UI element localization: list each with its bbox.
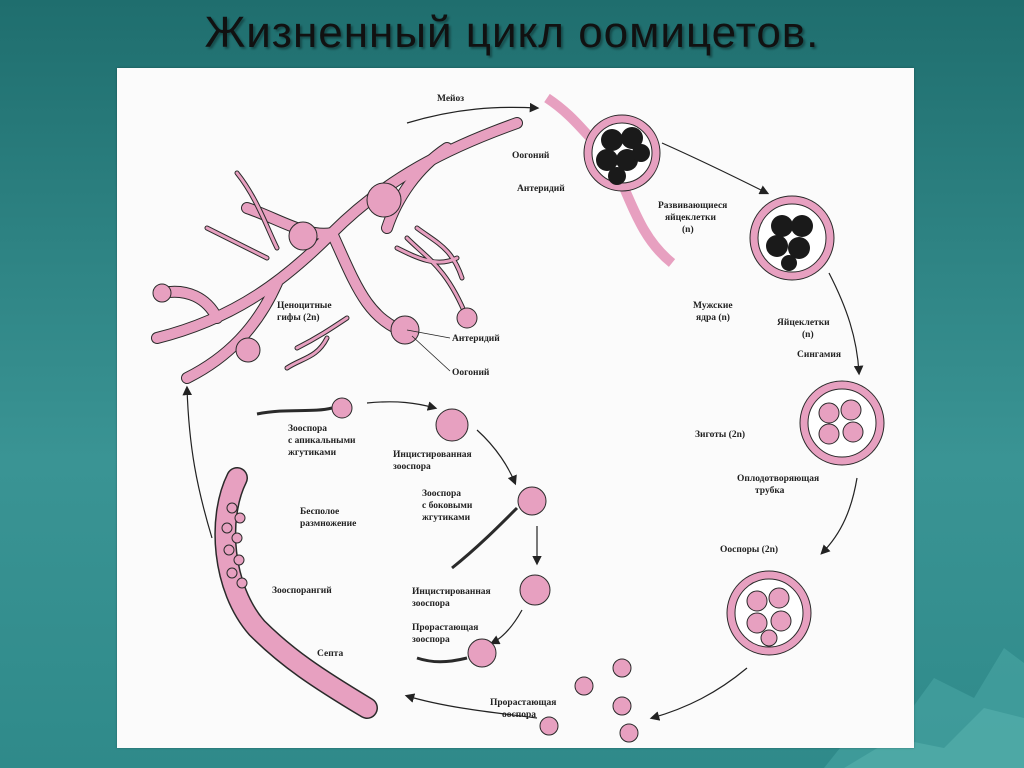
- developing-eggs-label-2: яйцеклетки: [665, 212, 716, 223]
- zoospore-lateral-label-2: с боковыми: [422, 500, 473, 511]
- encysted-zoospore-2: [519, 574, 551, 606]
- encysted-1-label-2: зооспора: [393, 462, 431, 472]
- oospores-label: Ооспоры (2n): [720, 544, 778, 555]
- developing-eggs: [749, 195, 835, 281]
- zoosporangium-label: Зооспорангий: [272, 585, 332, 596]
- zoospore-lateral-label-3: жгутиками: [422, 513, 471, 523]
- oogonium-label: Оогоний: [452, 367, 490, 378]
- germ-oospore-label-1: Прорастающая: [490, 698, 556, 708]
- zygotes: [799, 380, 885, 466]
- germinating-zoospore: [416, 638, 497, 668]
- encysted-1-label-1: Инцистированная: [393, 450, 472, 460]
- germ-zoospore-label-2: зооспора: [412, 635, 450, 645]
- germ-oospore-label-2: ооспора: [502, 710, 536, 720]
- zoospore-apical-label-2: с апикальными: [288, 436, 356, 446]
- oospores: [726, 570, 812, 656]
- male-nuclei-label-1: Мужские: [693, 301, 733, 311]
- coenocytic-hyphae: [151, 117, 523, 384]
- encysted-zoospore-1: [435, 408, 469, 442]
- oogonium-top: [544, 93, 676, 267]
- zoospore-apical-label-3: жгутиками: [288, 448, 337, 458]
- zoosporangium: [214, 467, 378, 719]
- zoospore-lateral-label-1: Зооспора: [422, 489, 461, 499]
- meiosis-label: Мейоз: [437, 93, 464, 104]
- fert-tube-label-2: трубка: [755, 485, 785, 496]
- developing-eggs-label-1: Развивающиеся: [658, 201, 727, 211]
- eggs-label-2: (n): [802, 329, 814, 340]
- zoospore-apical-label-1: Зооспора: [288, 424, 327, 434]
- encysted-2-label-2: зооспора: [412, 599, 450, 609]
- coenocytic-label-1: Ценоцитные: [277, 301, 332, 311]
- germ-zoospore-label-1: Прорастающая: [412, 623, 478, 633]
- septum-label: Септа: [317, 649, 343, 659]
- encysted-2-label-1: Инцистированная: [412, 587, 491, 597]
- oogonium-top-label: Оогоний: [512, 150, 550, 161]
- eggs-label-1: Яйцеклетки: [777, 317, 830, 328]
- developing-eggs-label-3: (n): [682, 224, 694, 235]
- zygotes-label: Зиготы (2n): [695, 429, 745, 440]
- asexual-label-1: Бесполое: [300, 507, 339, 517]
- germinating-oospores: [539, 658, 639, 743]
- fert-tube-label-1: Оплодотворяющая: [737, 474, 819, 484]
- antheridium-label: Антеридий: [452, 333, 500, 344]
- zoospore-lateral: [451, 486, 547, 570]
- zoospore-apical: [256, 397, 353, 419]
- syngamy-label: Сингамия: [797, 350, 841, 360]
- male-nuclei-label-2: ядра (n): [696, 312, 730, 323]
- asexual-label-2: размножение: [300, 519, 356, 529]
- coenocytic-label-2: гифы (2n): [277, 312, 320, 323]
- life-cycle-diagram: Ценоцитные гифы (2n) Антеридий Оогоний М…: [117, 68, 914, 748]
- antheridium-top-label: Антеридий: [517, 183, 565, 194]
- slide-title: Жизненный цикл оомицетов.: [204, 8, 820, 57]
